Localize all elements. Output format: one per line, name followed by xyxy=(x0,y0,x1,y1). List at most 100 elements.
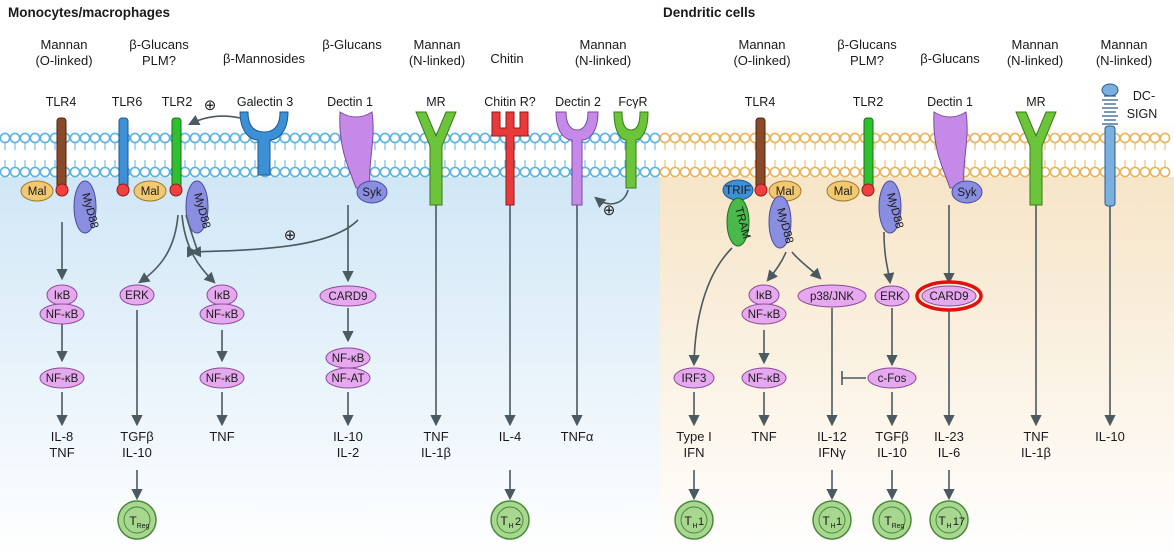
lipid-head xyxy=(729,132,741,144)
output-label: IL-10 xyxy=(333,429,363,444)
lipid-head xyxy=(189,166,201,178)
lipid-head xyxy=(529,132,541,144)
ligand-labels-macrophage: Mannan (O-linked) β-Glucans PLM? β-Manno… xyxy=(35,37,631,68)
receptor-label-tlr2: TLR2 xyxy=(853,95,884,109)
lipid-head xyxy=(309,166,321,178)
lipid-head xyxy=(319,132,331,144)
output-label: IL-10 xyxy=(122,445,152,460)
adaptor-myd88 xyxy=(878,180,902,234)
output-label: IL-1β xyxy=(1021,445,1051,460)
lipid-head xyxy=(789,132,801,144)
lipid-head xyxy=(179,132,191,144)
lipid-head xyxy=(299,166,311,178)
lipid-head xyxy=(1159,132,1171,144)
lipid-head xyxy=(1129,132,1141,144)
lipid-head xyxy=(139,166,151,178)
adaptor-tram xyxy=(726,197,750,247)
ligand-labels-dendritic: Mannan (O-linked) β-Glucans PLM? β-Gluca… xyxy=(733,37,1152,68)
lipid-head xyxy=(539,132,551,144)
outputs-macrophage: IL-8 TNF TGFβ IL-10 TNF IL-10 IL-2 TNF I… xyxy=(49,429,594,460)
lipid-head xyxy=(339,166,351,178)
receptor-mr xyxy=(1015,111,1057,206)
lipid-head xyxy=(69,166,81,178)
lipid-head xyxy=(829,166,841,178)
node-c-fos-label: c-Fos xyxy=(878,373,907,385)
adaptor-syk xyxy=(356,180,388,204)
arrows-macrophage xyxy=(56,114,629,501)
lipid-head xyxy=(109,132,121,144)
lipid-head xyxy=(9,132,21,144)
tcell-label: T xyxy=(884,514,892,528)
receptor-label-fcgr: FcγR xyxy=(618,95,647,109)
node-card9-label: CARD9 xyxy=(930,291,969,303)
nodes-dendritic: IκB NF-κB p38/JNK ERK CARD9 IRF3 NF-κB c… xyxy=(673,280,983,389)
ligand-label: Mannan xyxy=(739,37,786,52)
adaptor-mal-label: Mal xyxy=(141,186,160,198)
lipid-head xyxy=(279,166,291,178)
lipid-head xyxy=(379,132,391,144)
output-label: IL-6 xyxy=(938,445,960,460)
adaptor-syk xyxy=(951,180,983,204)
lipid-head xyxy=(979,132,991,144)
lipid-head xyxy=(809,132,821,144)
lipid-head xyxy=(469,132,481,144)
lipid-head xyxy=(819,166,831,178)
lipid-head xyxy=(849,166,861,178)
lipid-head xyxy=(1019,166,1031,178)
lipid-head xyxy=(229,166,241,178)
ligand-label: (N-linked) xyxy=(409,53,465,68)
lipid-head xyxy=(189,132,201,144)
lipid-head xyxy=(549,132,561,144)
lipid-head xyxy=(779,132,791,144)
lipid-head xyxy=(889,166,901,178)
lipid-head xyxy=(779,166,791,178)
lipid-head xyxy=(979,166,991,178)
lipid-head xyxy=(129,166,141,178)
lipid-head xyxy=(719,132,731,144)
output-label: IL-1β xyxy=(421,445,451,460)
lipid-head xyxy=(159,166,171,178)
node-nfkb-label: NF-κB xyxy=(206,373,239,385)
lipid-head xyxy=(599,132,611,144)
receptor-label-tlr4: TLR4 xyxy=(46,95,77,109)
lipid-head xyxy=(1119,132,1131,144)
ligand-label: β-Mannosides xyxy=(223,51,305,66)
node-nfkb xyxy=(199,303,245,325)
output-label: IL-10 xyxy=(1095,429,1125,444)
tcell-treg: T Reg xyxy=(117,500,157,540)
lipid-head xyxy=(799,132,811,144)
ligand-label: (O-linked) xyxy=(35,53,92,68)
lipid-head xyxy=(989,166,1001,178)
lipid-head xyxy=(919,166,931,178)
lipid-head xyxy=(879,166,891,178)
lipid-head xyxy=(419,166,431,178)
output-label: TGFβ xyxy=(120,429,153,444)
adaptor-syk-label: Syk xyxy=(362,187,381,199)
output-label: IL-12 xyxy=(817,429,847,444)
ligand-label: Mannan xyxy=(414,37,461,52)
tcell-tail: 2 xyxy=(515,516,521,528)
lipid-head xyxy=(609,132,621,144)
adaptor-mal-label: Mal xyxy=(28,186,47,198)
lipid-head xyxy=(489,166,501,178)
adaptor-myd88 xyxy=(768,195,792,249)
outputs-dendritic: Type I IFN TNF IL-12 IFNγ TGFβ IL-10 IL-… xyxy=(676,429,1125,460)
lipid-head xyxy=(769,132,781,144)
node-ikb-label: IκB xyxy=(214,290,231,302)
node-nfkb xyxy=(741,367,787,389)
lipid-head xyxy=(1069,132,1081,144)
lipid-head xyxy=(1119,166,1131,178)
node-nfkb xyxy=(39,367,85,389)
lipid-head xyxy=(219,166,231,178)
lipid-head xyxy=(399,166,411,178)
lipid-head xyxy=(449,132,461,144)
node-card9-label: CARD9 xyxy=(329,291,368,303)
node-card9 xyxy=(921,285,977,307)
receptor-dectin-1 xyxy=(339,111,374,189)
ligand-label: Mannan xyxy=(580,37,627,52)
lipid-head xyxy=(739,166,751,178)
ligand-label: (N-linked) xyxy=(1007,53,1063,68)
lipid-head xyxy=(519,166,531,178)
